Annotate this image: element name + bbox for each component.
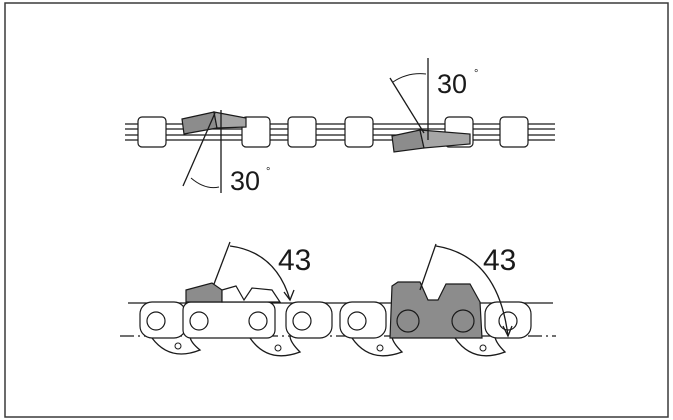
drive-link xyxy=(454,335,507,357)
bottom-left-arrowhead xyxy=(283,289,295,302)
bottom-right-arrowhead xyxy=(502,325,513,338)
top-rivet-link xyxy=(344,116,374,148)
drive-link-hole xyxy=(376,344,384,352)
top-rivet-link xyxy=(499,116,529,148)
top-left-degree-mark: ° xyxy=(266,166,270,178)
rivet xyxy=(451,309,475,333)
drive-link-hole xyxy=(274,344,282,352)
drive-link xyxy=(351,335,404,357)
rivet xyxy=(498,311,518,331)
rivet xyxy=(292,311,312,331)
bottom-left-angle-label: 43 xyxy=(278,244,311,277)
bottom-right-file-line xyxy=(419,243,437,291)
rivet xyxy=(146,311,166,331)
top-left-file-line xyxy=(182,112,216,187)
top-right-cutter-tooth xyxy=(419,129,471,149)
top-right-angle-label: 30 xyxy=(437,69,467,99)
top-right-file-line xyxy=(389,77,425,134)
bottom-left-angle-arc xyxy=(229,245,291,301)
rivet xyxy=(347,311,367,331)
bottom-right-angle-arc xyxy=(435,245,509,337)
drive-link-hole xyxy=(479,344,487,352)
top-right-angle-arc xyxy=(392,73,427,83)
bottom-left-cutter-body xyxy=(221,285,282,303)
drive-link-hole xyxy=(174,342,182,350)
rivet xyxy=(189,311,209,331)
bottom-right-angle-label: 43 xyxy=(483,244,516,277)
bottom-left-file-line xyxy=(213,241,231,285)
top-rivet-link xyxy=(287,116,317,148)
top-rivet-link xyxy=(137,116,167,148)
figure-frame xyxy=(4,2,669,418)
top-left-angle-label: 30 xyxy=(230,166,260,196)
rivet xyxy=(396,309,420,333)
top-left-cutter-tooth xyxy=(213,111,247,129)
top-chain-view xyxy=(125,58,555,193)
top-right-degree-mark: ° xyxy=(474,68,478,80)
rivet xyxy=(248,311,268,331)
drive-link xyxy=(151,335,202,355)
top-rivet-link xyxy=(241,116,271,148)
top-left-angle-arc xyxy=(190,177,220,189)
bottom-chain-view xyxy=(120,241,556,357)
drive-link xyxy=(249,335,302,357)
